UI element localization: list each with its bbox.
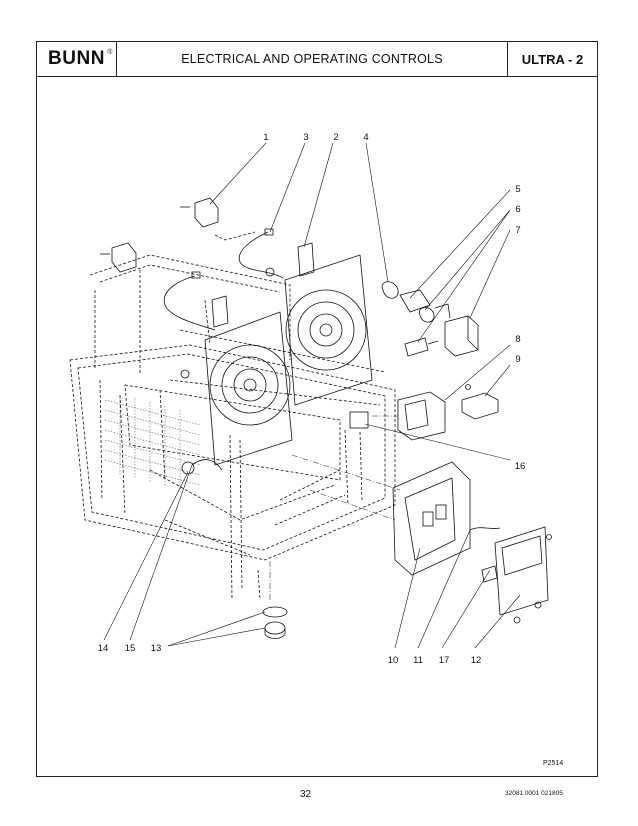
callout-2: 2 <box>333 132 338 143</box>
callout-5: 5 <box>515 184 520 195</box>
harness-part-3 <box>238 228 284 279</box>
callout-1: 1 <box>263 132 268 143</box>
bracket-part-2 <box>297 242 315 277</box>
callout-16: 16 <box>515 461 526 472</box>
logo-text: BUNN <box>48 48 105 69</box>
drawing-id: P2514 <box>543 760 564 767</box>
callout-3: 3 <box>303 132 308 143</box>
right-motor-plate <box>284 254 373 406</box>
leader-lines <box>103 142 521 649</box>
control-panel-10 <box>392 461 471 576</box>
callout-17: 17 <box>439 655 450 666</box>
registered-mark: ® <box>107 49 113 56</box>
callout-13: 13 <box>151 643 162 654</box>
document-code: 32081.0001 021805 <box>505 790 563 797</box>
relay-part-9 <box>461 384 499 420</box>
callout-10: 10 <box>388 655 399 666</box>
washer-parts <box>180 267 275 379</box>
bunn-logo: BUNN® <box>48 48 112 70</box>
callout-7: 7 <box>515 225 520 236</box>
switch-part-left <box>100 242 137 273</box>
callout-labels: 1 3 2 4 5 6 7 8 9 16 14 15 13 10 11 17 1… <box>98 132 526 666</box>
switch-part-6 <box>404 337 439 357</box>
model-name: ULTRA - 2 <box>507 42 597 76</box>
left-motor-plate <box>204 311 293 466</box>
control-box-7 <box>444 315 479 357</box>
machine-frame <box>69 231 396 601</box>
callout-11: 11 <box>413 655 423 666</box>
switch-part-1 <box>180 197 219 228</box>
callout-8: 8 <box>515 334 520 345</box>
circuit-board-12 <box>494 526 552 624</box>
callout-9: 9 <box>515 354 520 365</box>
page-number: 32 <box>300 789 312 800</box>
transformer-8 <box>349 391 446 441</box>
exploded-parts-diagram: 1 3 2 4 5 6 7 8 9 16 14 15 13 10 11 17 1… <box>69 132 552 666</box>
callout-6: 6 <box>515 204 520 215</box>
page-title: ELECTRICAL AND OPERATING CONTROLS <box>181 52 443 66</box>
harness-part-left <box>163 271 216 331</box>
callout-14: 14 <box>98 643 109 654</box>
grill-hatch <box>104 395 201 490</box>
assembly-lines <box>269 415 401 600</box>
callout-12: 12 <box>471 655 482 666</box>
bracket-part-left <box>211 295 229 328</box>
logo-cell: BUNN® <box>37 42 117 76</box>
callout-4: 4 <box>363 132 368 143</box>
fitting-13 <box>262 606 288 639</box>
callout-15: 15 <box>125 643 136 654</box>
relay-parts-4-5 <box>381 281 451 323</box>
page-header: BUNN® ELECTRICAL AND OPERATING CONTROLS … <box>36 41 598 77</box>
harness-part-17 <box>469 527 501 583</box>
grommet-14-15 <box>181 459 223 475</box>
